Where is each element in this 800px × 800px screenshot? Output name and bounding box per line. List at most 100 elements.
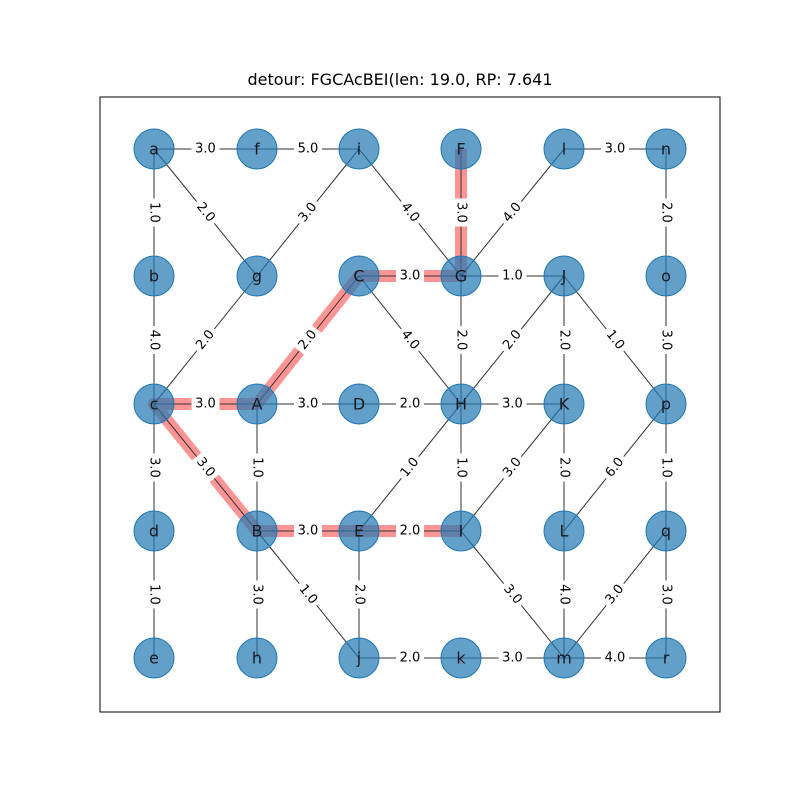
node-e: e (133, 637, 175, 679)
edge-weight-a-f: 3.0 (191, 141, 220, 157)
edge-weight-J-K: 2.0 (556, 326, 572, 354)
edge-weight-text: 4.0 (557, 584, 572, 605)
node-B: B (236, 510, 278, 552)
edge-weight-J-H: 2.0 (497, 324, 528, 356)
edge-weight-text: 1.0 (659, 457, 674, 478)
edge-weight-background (294, 523, 322, 539)
edge-weight-text: 4.0 (147, 330, 162, 351)
node-K: K (543, 383, 585, 425)
edge-weight-l-G: 4.0 (497, 196, 528, 229)
edge-weight-E-I: 2.0 (396, 523, 424, 539)
node-L: L (543, 510, 585, 552)
edge-weight-H-E: 1.0 (394, 451, 426, 484)
node-label: o (661, 267, 671, 286)
edge-weight-text: 3.0 (400, 269, 421, 284)
edge-weight-background (395, 324, 425, 356)
edge-weight-C-G: 3.0 (396, 268, 424, 284)
node-A: A (236, 383, 278, 425)
edge-weight-text: 2.0 (400, 397, 421, 412)
edge-weight-I-m: 3.0 (497, 578, 528, 611)
edge-weight-G-H: 2.0 (453, 326, 469, 354)
node-circle (133, 255, 175, 297)
node-label: l (562, 140, 566, 159)
node-label: h (252, 649, 262, 668)
edge-weight-text: 2.0 (352, 584, 367, 605)
node-f: f (236, 128, 278, 170)
edge-weight-background (658, 198, 674, 227)
node-l: l (543, 128, 585, 170)
edge-weight-text: 3.0 (298, 397, 319, 412)
node-circle (543, 510, 585, 552)
node-g: g (236, 255, 278, 297)
node-label: a (149, 140, 159, 159)
node-label: k (456, 649, 466, 668)
node-circle (645, 510, 687, 552)
edge-weight-background (396, 396, 424, 412)
edge-weight-text: 2.0 (400, 524, 421, 539)
node-circle (133, 383, 175, 425)
edge-weight-d-e: 1.0 (146, 580, 162, 609)
edge-weight-i-G: 4.0 (394, 196, 426, 229)
edge-weight-text: 3.0 (659, 584, 674, 605)
edge-weight-background (556, 580, 572, 609)
edge-weight-background (293, 324, 323, 356)
edge-weight-G-J: 1.0 (498, 268, 527, 284)
node-label: J (561, 267, 567, 286)
edge-weight-text: 2.0 (659, 202, 674, 223)
node-circle (236, 255, 278, 297)
node-label: H (455, 395, 467, 414)
edge-weight-background (249, 580, 265, 609)
edge-weight-a-g: 2.0 (190, 196, 221, 229)
edge-weight-background (190, 451, 221, 484)
edge-weight-text: 3.0 (502, 397, 523, 412)
node-b: b (133, 255, 175, 297)
node-o: o (645, 255, 687, 297)
edge-weight-background (497, 451, 528, 484)
edge-weight-c-d: 3.0 (146, 453, 162, 482)
node-circle (338, 255, 380, 297)
edge-weight-text: 3.0 (250, 584, 265, 605)
edge-weight-K-L: 2.0 (556, 453, 572, 482)
edge-weight-text: 2.0 (454, 330, 469, 351)
node-label: q (661, 522, 671, 541)
edge-weight-background (294, 396, 322, 412)
edge-weight-D-H: 2.0 (396, 396, 424, 412)
node-label: d (149, 522, 159, 541)
edge-weight-H-K: 3.0 (498, 396, 527, 412)
edge-weight-H-I: 1.0 (453, 453, 469, 482)
edge-weight-background (600, 324, 630, 356)
node-circle (543, 383, 585, 425)
node-D: D (338, 383, 380, 425)
edge-weight-j-k: 2.0 (396, 650, 424, 666)
edge-weight-text: 3.0 (454, 202, 469, 223)
edge-weight-E-j: 2.0 (351, 580, 367, 609)
node-circle (543, 255, 585, 297)
edge-weight-f-i: 5.0 (294, 141, 322, 157)
edge-weight-background (556, 326, 572, 354)
edge-weight-background (351, 580, 367, 609)
edge-weight-i-g: 3.0 (292, 196, 324, 229)
node-circle (440, 255, 482, 297)
node-label: E (354, 522, 364, 541)
node-p: p (645, 383, 687, 425)
edge-weight-background (658, 580, 674, 609)
node-circle (338, 383, 380, 425)
node-j: j (338, 637, 380, 679)
edge-weight-background (498, 268, 527, 284)
edge-weight-B-h: 3.0 (249, 580, 265, 609)
edge-weight-background (190, 196, 221, 229)
edge-weight-background (601, 650, 629, 666)
edge-weight-background (394, 451, 426, 484)
edge-weight-background (453, 198, 469, 227)
edge-weight-text: 3.0 (502, 651, 523, 666)
edge-weight-text: 1.0 (147, 202, 162, 223)
plot-frame (99, 96, 721, 713)
node-circle (645, 128, 687, 170)
node-h: h (236, 637, 278, 679)
edge-weight-J-p: 1.0 (600, 324, 630, 356)
edge-weight-background (190, 324, 221, 356)
edge-weight-n-o: 2.0 (658, 198, 674, 227)
node-circle (543, 128, 585, 170)
